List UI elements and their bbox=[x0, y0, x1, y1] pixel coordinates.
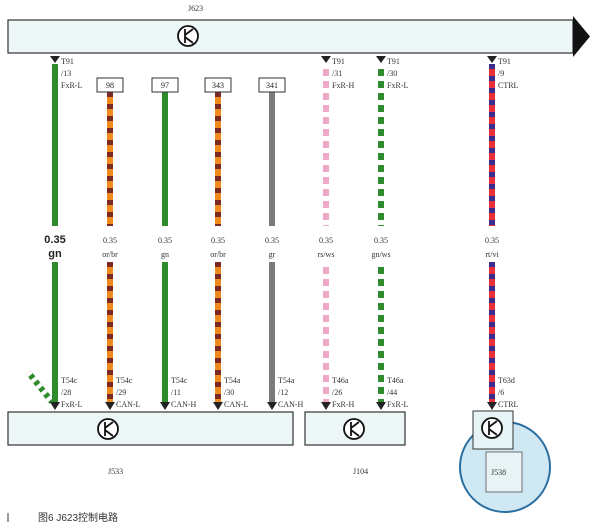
wires-layer: T91/13FxR-L0.35gnT54c/28FxR-L980.35or/br… bbox=[44, 56, 519, 410]
bottom-pin-connector-label: T54a bbox=[278, 376, 295, 385]
transistor-icon bbox=[343, 418, 365, 440]
connector-arrow bbox=[376, 402, 386, 410]
top-pin-number-label: /30 bbox=[387, 69, 397, 78]
bottom-pin-signal-label: CTRL bbox=[498, 400, 519, 409]
wire-size-label: 0.35 bbox=[158, 236, 172, 245]
wire-color-label: or/br bbox=[102, 250, 118, 259]
top-pin-signal-label: FxR-L bbox=[387, 81, 408, 90]
top-pin-connector-label: T91 bbox=[498, 57, 511, 66]
connector-arrow bbox=[50, 56, 60, 63]
wire-1 bbox=[50, 56, 60, 410]
top-pin-signal-label: FxR-L bbox=[61, 81, 82, 90]
ground-stub-wire bbox=[25, 370, 55, 404]
wire-size-label: 0.35 bbox=[103, 236, 117, 245]
wire-6 bbox=[321, 56, 331, 410]
connector-arrow bbox=[105, 402, 115, 410]
wire-size-label: 0.35 bbox=[485, 236, 499, 245]
bottom-pin-connector-label: T54c bbox=[171, 376, 188, 385]
connector-arrow bbox=[267, 402, 277, 410]
wire-5 bbox=[258, 77, 286, 410]
top-pin-connector-label: T91 bbox=[387, 57, 400, 66]
figure-caption: 图6 J623控制电路 bbox=[7, 511, 118, 524]
connector-arrow bbox=[487, 402, 497, 410]
module-j104: J104 bbox=[304, 411, 406, 476]
top-pin-number-label: /31 bbox=[332, 69, 342, 78]
connector-arrow bbox=[376, 56, 386, 63]
wire-color-label: gn/ws bbox=[371, 250, 390, 259]
bottom-pin-number-label: /30 bbox=[224, 388, 234, 397]
wire-8 bbox=[487, 56, 497, 410]
module-j533: J533 bbox=[7, 411, 294, 476]
transistor-icon bbox=[97, 418, 119, 440]
module-j623-label: J623 bbox=[188, 4, 203, 13]
connector-arrow bbox=[213, 402, 223, 410]
module-j538-label: J538 bbox=[491, 468, 506, 477]
module-j623: J623 bbox=[7, 4, 590, 57]
module-j104-label: J104 bbox=[353, 467, 368, 476]
top-pin-signal-label: FxR-H bbox=[332, 81, 354, 90]
connector-arrow bbox=[321, 56, 331, 63]
top-pin-connector-label: T91 bbox=[61, 57, 74, 66]
top-pin-number-label: /13 bbox=[61, 69, 71, 78]
top-pin-connector-label: T91 bbox=[332, 57, 345, 66]
bottom-pin-connector-label: T54c bbox=[116, 376, 133, 385]
connector-arrow bbox=[160, 402, 170, 410]
wire-size-label: 0.35 bbox=[44, 234, 65, 246]
bottom-pin-signal-label: FxR-L bbox=[387, 400, 408, 409]
bottom-pin-connector-label: T54c bbox=[61, 376, 78, 385]
wire-number-box bbox=[204, 77, 232, 93]
transistor-icon bbox=[481, 417, 503, 439]
wire-size-label: 0.35 bbox=[265, 236, 279, 245]
wire-4 bbox=[204, 77, 232, 410]
bottom-pin-number-label: /44 bbox=[387, 388, 397, 397]
bottom-pin-signal-label: CAN-L bbox=[224, 400, 249, 409]
bottom-pin-signal-label: FxR-H bbox=[332, 400, 354, 409]
wire-color-label: gn bbox=[48, 248, 62, 260]
wire-size-label: 0.35 bbox=[319, 236, 333, 245]
wire-size-label: 0.35 bbox=[374, 236, 388, 245]
top-pin-number-label: /9 bbox=[498, 69, 504, 78]
bottom-pin-connector-label: T46a bbox=[387, 376, 404, 385]
bottom-pin-connector-label: T46a bbox=[332, 376, 349, 385]
bottom-pin-number-label: /29 bbox=[116, 388, 126, 397]
bottom-pin-signal-label: FxR-L bbox=[61, 400, 82, 409]
bottom-pin-connector-label: T63d bbox=[498, 376, 515, 385]
wire-color-label: gn bbox=[161, 250, 169, 259]
bottom-pin-connector-label: T54a bbox=[224, 376, 241, 385]
wire-number-label: 341 bbox=[266, 81, 278, 90]
wire-number-box bbox=[258, 77, 286, 93]
connector-arrow bbox=[321, 402, 331, 410]
connector-arrow bbox=[50, 402, 60, 410]
wire-2 bbox=[96, 77, 124, 410]
wire-color-label: gr bbox=[269, 250, 276, 259]
wire-number-box bbox=[151, 77, 179, 93]
wire-number-label: 343 bbox=[212, 81, 224, 90]
wire-number-box bbox=[96, 77, 124, 93]
wire-number-label: 97 bbox=[161, 81, 169, 90]
bottom-pin-signal-label: CAN-L bbox=[116, 400, 141, 409]
connector-arrow bbox=[487, 56, 497, 63]
wire-color-label: rs/ws bbox=[318, 250, 335, 259]
top-pin-signal-label: CTRL bbox=[498, 81, 519, 90]
bottom-pin-number-label: /26 bbox=[332, 388, 342, 397]
wire-7 bbox=[376, 56, 386, 410]
bottom-pin-number-label: /12 bbox=[278, 388, 288, 397]
wire-3 bbox=[151, 77, 179, 410]
bottom-pin-signal-label: CAN-H bbox=[278, 400, 304, 409]
caption-text: 图6 J623控制电路 bbox=[38, 511, 118, 524]
module-j538: J538 bbox=[459, 410, 551, 513]
module-j533-label: J533 bbox=[108, 467, 123, 476]
bottom-pin-number-label: /6 bbox=[498, 388, 504, 397]
transistor-icon bbox=[177, 25, 199, 47]
wire-color-label: or/br bbox=[210, 250, 226, 259]
bottom-pin-signal-label: CAN-H bbox=[171, 400, 197, 409]
wire-number-label: 98 bbox=[106, 81, 114, 90]
bottom-pin-number-label: /11 bbox=[171, 388, 181, 397]
wire-color-label: rt/vi bbox=[485, 250, 499, 259]
bottom-pin-number-label: /28 bbox=[61, 388, 71, 397]
wire-size-label: 0.35 bbox=[211, 236, 225, 245]
